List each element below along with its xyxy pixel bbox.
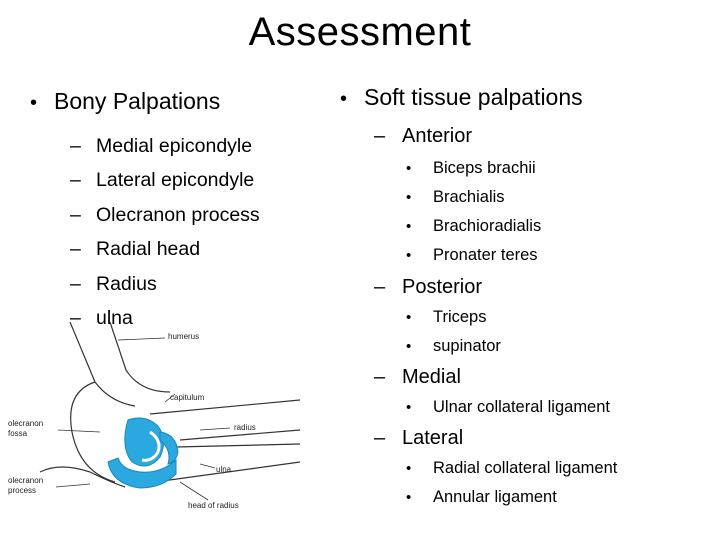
list-item: • Brachialis xyxy=(406,183,715,212)
list-item: • supinator xyxy=(406,332,715,361)
group-medial: – Medial xyxy=(374,366,715,389)
bullet-icon: • xyxy=(406,309,412,326)
list-item: –Olecranon process xyxy=(70,198,320,232)
list-item-label: Brachioradialis xyxy=(433,217,542,235)
lateral-list: • Radial collateral ligament • Annular lig… xyxy=(406,454,715,512)
group-anterior: – Anterior xyxy=(374,125,715,148)
bullet-icon: • xyxy=(406,338,412,355)
list-item-label: Radial collateral ligament xyxy=(433,459,618,477)
soft-tissue-heading: • Soft tissue palpations xyxy=(340,84,715,111)
label-olecranon-fossa-1: olecranon xyxy=(8,419,43,428)
label-humerus: humerus xyxy=(168,332,199,341)
dash-icon: – xyxy=(70,203,81,226)
dash-icon: – xyxy=(374,427,386,449)
bony-palpations-section: • Bony Palpations –Medial epicondyle –La… xyxy=(30,88,320,335)
label-olecranon-process-1: olecranon xyxy=(8,476,43,485)
list-item-label: Medial epicondyle xyxy=(96,135,253,157)
slide-title: Assessment xyxy=(248,10,472,54)
list-item-label: Radial head xyxy=(96,238,201,261)
group-label: Lateral xyxy=(402,427,464,449)
label-olecranon-fossa-2: fossa xyxy=(8,429,28,438)
list-item: • Brachioradialis xyxy=(406,212,715,241)
label-capitulum: capitulum xyxy=(170,393,205,402)
list-item: –Radius xyxy=(70,267,320,301)
label-olecranon-process-2: process xyxy=(8,486,36,495)
group-lateral: – Lateral xyxy=(374,427,715,450)
list-item: • Pronater teres xyxy=(406,241,715,270)
bullet-icon: • xyxy=(406,460,412,477)
dash-icon: – xyxy=(374,125,386,147)
list-item-label: Lateral epicondyle xyxy=(96,169,255,192)
group-label: Anterior xyxy=(402,125,473,147)
bullet-icon: • xyxy=(406,399,412,416)
list-item: • Ulnar collateral ligament xyxy=(406,393,715,422)
list-item-label: Ulnar collateral ligament xyxy=(433,398,610,416)
dash-icon: – xyxy=(70,238,81,261)
list-item-label: Biceps brachii xyxy=(433,159,536,177)
list-item-label: Olecranon process xyxy=(96,203,260,226)
soft-tissue-label: Soft tissue palpations xyxy=(364,84,583,110)
group-posterior: – Posterior xyxy=(374,276,715,299)
bullet-icon: • xyxy=(406,247,412,264)
list-item: –Medial epicondyle xyxy=(70,129,320,163)
list-item-label: Brachialis xyxy=(433,188,505,206)
elbow-diagram: humerus capitulum olecranon fossa radius… xyxy=(8,322,300,510)
dash-icon: – xyxy=(374,276,386,298)
bullet-icon: • xyxy=(406,189,412,206)
group-label: Medial xyxy=(402,366,461,388)
label-ulna: ulna xyxy=(216,465,232,474)
dash-icon: – xyxy=(70,272,81,295)
list-item-label: Annular ligament xyxy=(433,488,557,506)
list-item-label: Pronater teres xyxy=(433,246,538,264)
anterior-list: • Biceps brachii • Brachialis • Brachioradi… xyxy=(406,154,715,270)
list-item-label: ulna xyxy=(96,307,133,330)
list-item-label: supinator xyxy=(433,337,501,355)
label-radius: radius xyxy=(234,423,256,432)
list-item: • Triceps xyxy=(406,303,715,332)
list-item: –ulna xyxy=(70,301,320,335)
list-item: • Radial collateral ligament xyxy=(406,454,715,483)
bullet-icon: • xyxy=(406,218,412,235)
list-item: –Lateral epicondyle xyxy=(70,163,320,197)
bullet-icon: • xyxy=(406,489,412,506)
dash-icon: – xyxy=(374,366,386,388)
medial-list: • Ulnar collateral ligament xyxy=(406,393,715,422)
list-item: • Annular ligament xyxy=(406,483,715,512)
bullet-icon: • xyxy=(30,92,38,114)
dash-icon: – xyxy=(70,307,81,330)
posterior-list: • Triceps • supinator xyxy=(406,303,715,361)
list-item-label: Radius xyxy=(96,272,157,295)
soft-tissue-section: • Soft tissue palpations – Anterior • Bic… xyxy=(340,84,715,512)
bony-palpations-heading: • Bony Palpations xyxy=(30,88,320,115)
bony-palpations-list: –Medial epicondyle –Lateral epicondyle –… xyxy=(70,129,320,335)
list-item: –Radial head xyxy=(70,232,320,266)
bullet-icon: • xyxy=(340,88,348,110)
dash-icon: – xyxy=(70,135,81,157)
list-item: • Biceps brachii xyxy=(406,154,715,183)
bullet-icon: • xyxy=(406,160,412,177)
label-head-of-radius: head of radius xyxy=(188,501,239,510)
bony-palpations-label: Bony Palpations xyxy=(54,88,221,114)
dash-icon: – xyxy=(70,169,81,192)
group-label: Posterior xyxy=(402,276,483,298)
list-item-label: Triceps xyxy=(433,308,487,326)
